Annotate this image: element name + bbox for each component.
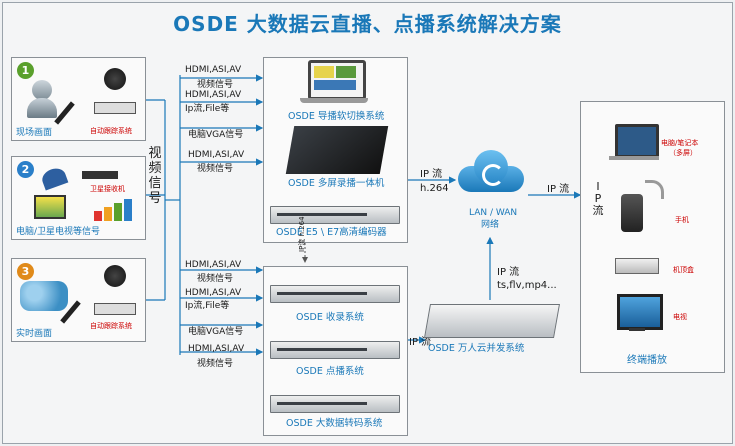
wifi-icon xyxy=(645,180,664,199)
input-label-bottom-3: HDMI,ASI,AV xyxy=(185,288,242,298)
source-caption-1: 现场画面 xyxy=(16,128,53,138)
input-label-top-5: 电脑VGA信号 xyxy=(188,130,244,140)
distribution-server-icon xyxy=(424,304,560,338)
laptop-switch-icon xyxy=(308,60,366,100)
bar-chart-icon xyxy=(94,199,134,221)
input-label-top-2: 视频信号 xyxy=(197,80,234,90)
source-sub-2: 卫星接收机 xyxy=(90,185,125,193)
source-caption-2: 电脑/卫星电视等信号 xyxy=(16,227,101,237)
crowd-icon xyxy=(20,281,68,311)
person-body-icon xyxy=(27,98,57,118)
ip-label-2: IP 流 xyxy=(547,184,570,195)
input-label-bottom-2: 视频信号 xyxy=(197,274,234,284)
input-label-bottom-6: HDMI,ASI,AV xyxy=(188,344,245,354)
camera-icon xyxy=(104,68,126,90)
source-sub-1: 自动跟踪系统 xyxy=(90,127,132,135)
input-label-bottom-7: 视频信号 xyxy=(197,359,234,369)
number-badge-2: 2 xyxy=(17,161,34,178)
cloud-label: LAN / WAN xyxy=(469,208,518,218)
cloud-icon xyxy=(458,150,524,192)
satellite-dish-icon xyxy=(39,165,69,191)
h264-label: h.264 xyxy=(420,183,449,194)
input-label-top-1: HDMI,ASI,AV xyxy=(185,65,242,75)
number-badge-1: 1 xyxy=(17,62,34,79)
receiver-icon xyxy=(82,171,118,179)
refresh-icon xyxy=(482,164,504,186)
source-box-1: 1 自动跟踪系统 现场画面 xyxy=(11,57,146,141)
tracking-device-icon xyxy=(94,102,136,114)
input-label-top-3: HDMI,ASI,AV xyxy=(185,90,242,100)
microphone-icon xyxy=(54,101,75,125)
terminal-settop-label: 机顶盒 xyxy=(673,266,694,274)
ingest-server-icon xyxy=(270,285,400,303)
top-system-group: OSDE 导播软切换系统 OSDE 多屏录播一体机 OSDE E5 \ E7高清… xyxy=(263,57,408,243)
recorder-icon xyxy=(285,126,389,174)
source-box-3: 3 自动跟踪系统 实时画面 xyxy=(11,258,146,342)
input-label-top-4: Ip流,File等 xyxy=(185,104,230,114)
encoder-label: OSDE E5 \ E7高清编码器 xyxy=(276,227,387,238)
terminal-box: 电脑/笔记本 （多屏） 手机 机顶盒 电视 终端播放 xyxy=(580,101,725,373)
input-label-bottom-1: HDMI,ASI,AV xyxy=(185,260,242,270)
terminal-pc-label: 电脑/笔记本 xyxy=(661,139,699,147)
laptop-icon xyxy=(34,195,66,219)
record-system-label: OSDE 多屏录播一体机 xyxy=(288,178,385,189)
terminal-phone-label: 手机 xyxy=(675,216,689,224)
laptop-base-icon xyxy=(300,98,368,103)
transcode-label: OSDE 大数据转码系统 xyxy=(286,418,383,429)
source-sub-3: 自动跟踪系统 xyxy=(90,322,132,330)
terminal-caption: 终端播放 xyxy=(627,355,667,366)
ingest-label: OSDE 收录系统 xyxy=(296,312,364,323)
bottom-system-group: OSDE 收录系统 OSDE 点播系统 OSDE 大数据转码系统 xyxy=(263,266,408,436)
tv-icon xyxy=(617,294,663,330)
terminal-multiscreen-label: （多屏） xyxy=(669,149,697,157)
ip-label-1: IP 流 xyxy=(420,169,443,180)
number-badge-3: 3 xyxy=(17,263,34,280)
laptop-terminal-icon xyxy=(615,124,659,158)
formats-label: ts,flv,mp4... xyxy=(497,280,557,291)
laptop-terminal-base-icon xyxy=(609,156,659,160)
ip-label-4: IP 流 xyxy=(409,337,432,348)
mobile-phone-icon xyxy=(621,194,643,232)
terminal-tv-label: 电视 xyxy=(673,313,687,321)
between-ip-label: IP流 h.264 xyxy=(298,216,306,252)
vod-server-icon xyxy=(270,341,400,359)
tracking-device-icon-2 xyxy=(94,303,136,315)
vod-label: OSDE 点播系统 xyxy=(296,366,364,377)
video-signal-label: 视频信号 xyxy=(148,146,162,206)
settop-box-icon xyxy=(615,258,659,274)
camera-icon-2 xyxy=(104,265,126,287)
encoder-server-icon xyxy=(270,206,400,224)
source-box-2: 2 卫星接收机 电脑/卫星电视等信号 xyxy=(11,156,146,240)
input-label-top-7: 视频信号 xyxy=(197,164,234,174)
switch-system-label: OSDE 导播软切换系统 xyxy=(288,111,385,122)
source-caption-3: 实时画面 xyxy=(16,329,53,339)
page-title: OSDE 大数据云直播、点播系统解决方案 xyxy=(173,12,562,36)
transcode-server-icon xyxy=(270,395,400,413)
tv-stand-icon xyxy=(629,328,645,331)
distribution-label: OSDE 万人云并发系统 xyxy=(428,343,525,354)
input-label-bottom-5: 电脑VGA信号 xyxy=(188,327,244,337)
input-label-bottom-4: Ip流,File等 xyxy=(185,301,230,311)
ip-label-3: IP 流 xyxy=(497,267,520,278)
input-label-top-6: HDMI,ASI,AV xyxy=(188,150,245,160)
cloud-sub-label: 网络 xyxy=(481,220,500,230)
person-icon xyxy=(32,80,52,100)
